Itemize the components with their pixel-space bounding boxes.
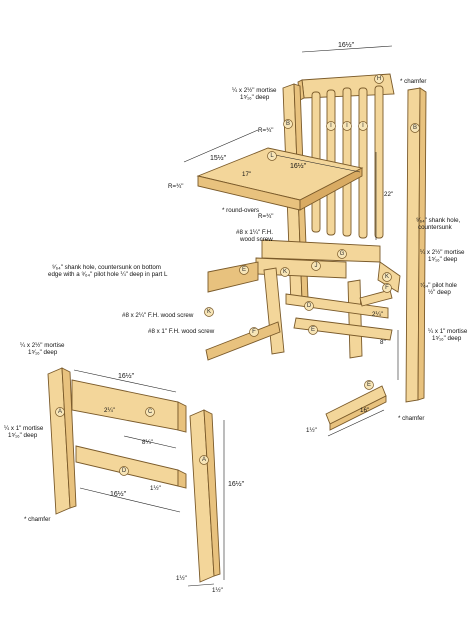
svg-text:J: J — [315, 263, 318, 269]
label-seat-depth: 15½" — [210, 154, 227, 162]
label-shank-right: ⁹⁄₆₄" shank hole,countersunk — [416, 217, 461, 231]
label-seat-17: 17" — [242, 171, 251, 178]
assembly-stretchers — [205, 289, 393, 361]
label-f-112: 1½" — [306, 427, 317, 434]
part-badges: H B B I I I L G J K K K E E E D D F F A … — [55, 74, 420, 476]
svg-text:K: K — [207, 309, 211, 315]
label-d-112: 1½" — [150, 485, 161, 492]
label-f-16: 16" — [360, 407, 369, 414]
badge-B-left: B — [283, 119, 293, 129]
label-chamfer-top: * chamfer — [400, 78, 426, 85]
badge-F-2: F — [382, 283, 392, 293]
badge-F-1: F — [249, 327, 259, 337]
label-c-814: 8¼" — [142, 439, 153, 446]
badge-K-3: K — [382, 272, 392, 282]
label-screw-8-114: #8 x 1¼" F.H.wood screw — [236, 229, 273, 243]
badge-I-2: I — [342, 121, 352, 131]
svg-text:G: G — [340, 251, 345, 257]
back-top-rail — [297, 73, 395, 101]
label-c-214: 2¼" — [104, 407, 115, 414]
label-r34-b: R=¾" — [168, 183, 183, 190]
svg-text:I: I — [362, 123, 364, 129]
label-dim-8: 8" — [380, 339, 386, 346]
svg-text:E: E — [242, 267, 246, 273]
seat-panel — [196, 147, 364, 211]
svg-text:A: A — [202, 457, 206, 463]
dimension-lines — [73, 45, 399, 587]
badge-G: G — [337, 249, 347, 259]
svg-text:F: F — [252, 329, 256, 335]
svg-text:L: L — [270, 153, 274, 159]
label-leg-112b: 1½" — [212, 587, 223, 594]
badge-E-3: E — [364, 380, 374, 390]
label-screw-8-214: #8 x 2¼" F.H. wood screw — [122, 312, 194, 319]
badge-E-1: E — [239, 265, 249, 275]
front-legs-assembly — [263, 267, 363, 359]
svg-text:F: F — [385, 285, 389, 291]
label-seat-width: 16½" — [290, 162, 307, 170]
label-h22: 22" — [384, 191, 393, 198]
label-top-width: 16½" — [338, 41, 355, 49]
svg-text:D: D — [122, 468, 127, 474]
badge-I-1: I — [326, 121, 336, 131]
svg-text:H: H — [377, 76, 381, 82]
svg-text:B: B — [286, 121, 290, 127]
svg-text:K: K — [283, 269, 287, 275]
svg-text:I: I — [346, 123, 348, 129]
label-chamfer-right: * chamfer — [398, 415, 424, 422]
label-screw-8-1: #8 x 1" F.H. wood screw — [148, 328, 215, 335]
badge-B-right: B — [410, 123, 420, 133]
badge-A-1: A — [55, 407, 65, 417]
back-post-right — [405, 87, 427, 403]
badge-E-2: E — [308, 325, 318, 335]
label-dim-214: 2¼" — [372, 311, 383, 318]
label-r34-c: R=¾" — [258, 213, 273, 220]
svg-text:C: C — [148, 409, 153, 415]
label-leg-112: 1½" — [176, 575, 187, 582]
svg-text:E: E — [367, 382, 371, 388]
badge-K-1: K — [280, 267, 290, 277]
seat-frame — [207, 239, 401, 293]
badge-D-2: D — [119, 466, 129, 476]
badge-K-2: K — [204, 307, 214, 317]
badge-L: L — [267, 151, 277, 161]
badge-C: C — [145, 407, 155, 417]
left-side-assembly — [47, 367, 221, 583]
label-roundovers: * round-overs — [222, 207, 259, 214]
badge-A-2: A — [199, 455, 209, 465]
label-chamfer-left: * chamfer — [24, 516, 50, 523]
badge-J: J — [311, 261, 321, 271]
right-stretcher-f — [325, 385, 387, 431]
svg-text:E: E — [311, 327, 315, 333]
label-leg-height: 16½" — [228, 480, 245, 488]
svg-text:K: K — [385, 274, 389, 280]
label-c-width: 16½" — [118, 372, 135, 380]
badge-H: H — [374, 74, 384, 84]
label-r34-a: R=¾" — [258, 127, 273, 134]
svg-text:A: A — [58, 409, 62, 415]
svg-text:B: B — [413, 125, 417, 131]
svg-text:I: I — [330, 123, 332, 129]
label-d-width: 16½" — [110, 490, 127, 498]
svg-text:D: D — [307, 303, 312, 309]
badge-D-1: D — [304, 301, 314, 311]
badge-I-3: I — [358, 121, 368, 131]
